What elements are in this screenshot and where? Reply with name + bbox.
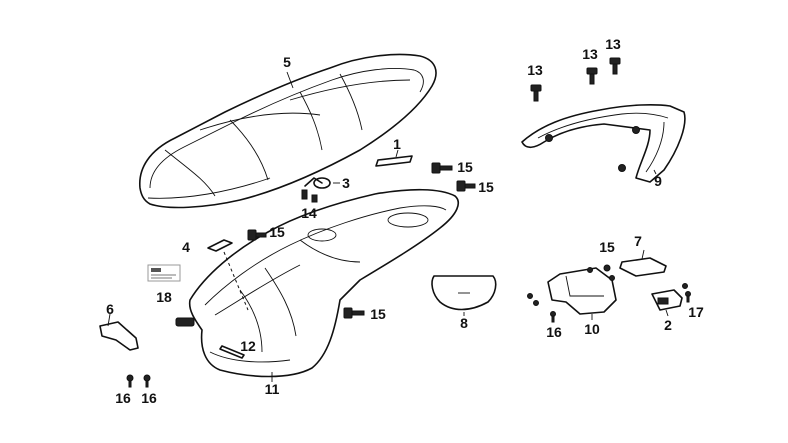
bolt-15c-icon bbox=[247, 229, 267, 241]
part-1-bracket bbox=[375, 155, 413, 167]
part-10-bracket bbox=[547, 267, 617, 315]
callout-1: 1 bbox=[393, 136, 401, 152]
callout-13a: 13 bbox=[527, 62, 543, 78]
part-7-bracket bbox=[619, 257, 667, 277]
callout-3: 3 bbox=[342, 175, 350, 191]
callout-7: 7 bbox=[634, 233, 642, 249]
callout-5: 5 bbox=[283, 54, 291, 70]
part-18-label bbox=[147, 264, 181, 282]
seat-part bbox=[139, 53, 437, 209]
callout-10: 10 bbox=[584, 321, 600, 337]
callout-15d: 15 bbox=[370, 306, 386, 322]
leader-line bbox=[223, 251, 249, 311]
callout-15c: 15 bbox=[269, 224, 285, 240]
callout-13c: 13 bbox=[605, 36, 621, 52]
callout-9: 9 bbox=[654, 173, 662, 189]
bolt-13c-icon bbox=[609, 57, 621, 75]
callout-6: 6 bbox=[106, 301, 114, 317]
part-6-bracket bbox=[99, 321, 139, 351]
lock-assembly-part bbox=[301, 177, 331, 203]
bolt-13b-icon bbox=[586, 67, 598, 85]
leader-line bbox=[107, 313, 111, 327]
callout-15a: 15 bbox=[457, 159, 473, 175]
part-12-strip bbox=[219, 345, 245, 359]
part-9-rear-carrier bbox=[521, 104, 686, 183]
part-8-cover bbox=[431, 275, 497, 311]
bolt-15a-icon bbox=[431, 162, 453, 174]
part-4-cap bbox=[207, 239, 233, 252]
callout-18: 18 bbox=[156, 289, 172, 305]
bolt-16-icon bbox=[126, 264, 611, 388]
callout-16b: 16 bbox=[115, 390, 131, 406]
helmet-box-part bbox=[175, 188, 459, 378]
callout-16a: 15 bbox=[599, 239, 615, 255]
callout-17a: 16 bbox=[546, 324, 562, 340]
callout-16c: 16 bbox=[141, 390, 157, 406]
bolt-15b-icon bbox=[456, 180, 476, 192]
callout-14: 14 bbox=[301, 205, 317, 221]
small-nut-icons bbox=[527, 267, 688, 306]
bolt-13a-icon bbox=[530, 84, 542, 102]
leader-line bbox=[286, 71, 294, 89]
bolt-15d-icon bbox=[343, 307, 365, 319]
callout-12: 12 bbox=[240, 338, 256, 354]
callout-17b: 17 bbox=[688, 304, 704, 320]
leader-line bbox=[653, 169, 657, 175]
callout-13b: 13 bbox=[582, 46, 598, 62]
part-10-detail bbox=[565, 275, 604, 297]
callout-4: 4 bbox=[182, 239, 190, 255]
callout-15b: 15 bbox=[478, 179, 494, 195]
callout-11: 11 bbox=[265, 381, 280, 397]
callout-8: 8 bbox=[460, 315, 468, 331]
bolt-17-icon bbox=[550, 291, 691, 323]
leader-line bbox=[395, 149, 399, 158]
callout-2: 2 bbox=[664, 317, 672, 333]
leader-line bbox=[665, 309, 669, 317]
leader-line bbox=[641, 249, 645, 260]
